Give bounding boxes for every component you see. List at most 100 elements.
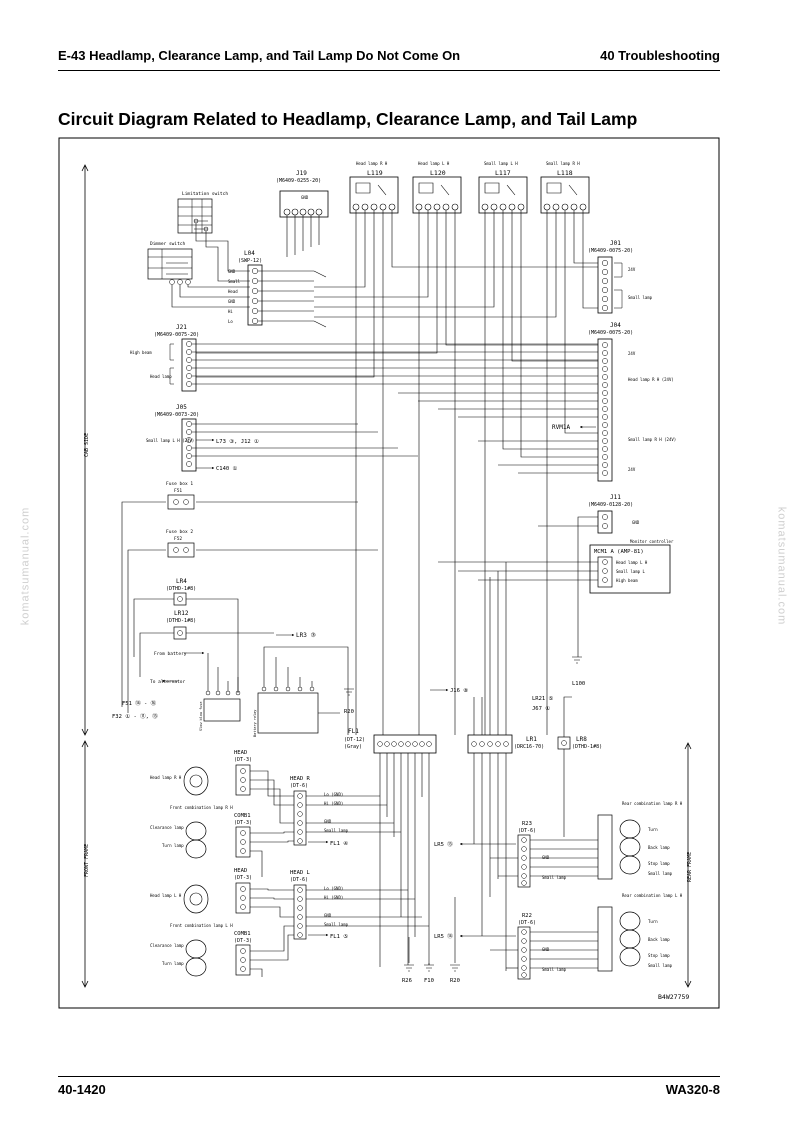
svg-text:Small lamp L H: Small lamp L H [484,161,518,166]
svg-text:Fuse box 2: Fuse box 2 [166,529,193,535]
svg-text:Rear combination lamp L H: Rear combination lamp L H [622,893,683,898]
svg-text:Small lamp R H (24V): Small lamp R H (24V) [628,437,676,442]
connector-j05: J05 (M6409-0073-20) Small lamp L H (24V)… [146,404,259,472]
svg-text:Back lamp: Back lamp [648,937,670,942]
svg-text:Slow blow fuse: Slow blow fuse [199,701,203,731]
svg-text:J19: J19 [296,170,307,177]
svg-text:HEAD: HEAD [234,750,247,756]
svg-text:24V: 24V [628,267,636,272]
svg-text:(M6409-0075-20): (M6409-0075-20) [588,330,633,336]
svg-text:J11: J11 [610,494,621,501]
connector-fl1: FL1 (DT-12) (Gray) [344,728,437,754]
svg-text:FL1 ⑤: FL1 ⑤ [330,933,348,940]
svg-text:GND: GND [324,913,332,918]
svg-text:Hi: Hi [228,309,233,314]
svg-text:(DTHD-1#8): (DTHD-1#8) [572,744,602,750]
svg-text:GND: GND [301,195,309,200]
lr5-ref-lower: LR5 ⑭ [434,932,453,940]
svg-text:LR8: LR8 [576,736,587,743]
svg-text:(M6409-0075-20): (M6409-0075-20) [154,332,199,338]
cab-side-label: CAB SIDE [84,433,90,457]
svg-text:LR4: LR4 [176,578,187,585]
front-comb-right: Front combination lamp R H Clearance lam… [150,805,252,859]
svg-text:Small lamp: Small lamp [628,295,653,300]
front-comb-left: Front combination lamp L H Clearance lam… [150,923,252,977]
svg-text:(DT-3): (DT-3) [234,820,252,826]
rear-frame-arrow [684,742,692,988]
relay-blocks: Slow blow fuse Battery relay [199,686,319,737]
front-frame-label: FRONT FRAME [84,844,90,877]
svg-text:(DT-3): (DT-3) [234,938,252,944]
svg-text:Hi (GND): Hi (GND) [324,801,343,806]
svg-text:J21: J21 [176,324,187,331]
svg-text:L04: L04 [244,250,255,257]
svg-text:Head lamp R H: Head lamp R H [356,161,388,166]
svg-text:Head: Head [228,289,238,294]
to-alternator: To alternator [150,679,186,685]
connector-lr8: LR8 (DTHD-1#8) [557,736,602,750]
connector-j04: J04 (M6409-0075-20) 24V Head lamp R H (2… [588,322,676,482]
svg-text:R22: R22 [522,913,532,919]
svg-text:Lo (GND): Lo (GND) [324,886,343,891]
svg-text:Monitor controller: Monitor controller [630,539,674,544]
svg-text:Stop lamp: Stop lamp [648,953,670,958]
j67-ref: J67 ① [532,705,550,712]
svg-text:L119: L119 [367,169,383,177]
svg-text:GND: GND [324,819,332,824]
svg-text:Small lamp: Small lamp [324,828,349,833]
svg-text:J05: J05 [176,404,187,411]
svg-text:Lo (GND): Lo (GND) [324,792,343,797]
lr3-ref: LR3 ③ [296,632,316,639]
svg-text:Head lamp L H: Head lamp L H [150,893,182,898]
watermark-left: komatsumanual.com [19,506,32,626]
r20-upper: R20 [344,709,354,715]
svg-text:F51: F51 [174,488,182,494]
monitor-controller: Monitor controller MCM1 A (AMP-81) Head … [589,539,674,594]
svg-text:COMB1: COMB1 [234,813,251,819]
wiring [121,210,598,977]
svg-text:Stop lamp: Stop lamp [648,861,670,866]
svg-text:GND: GND [228,299,236,304]
svg-text:(Gray): (Gray) [344,744,362,750]
relay-l118: Small lamp R H L118 [540,161,590,214]
l100-ref: L100 [572,681,585,687]
svg-text:R23: R23 [522,821,532,827]
svg-text:(M6409-0075-20): (M6409-0075-20) [588,248,633,254]
svg-text:Small lamp: Small lamp [648,871,673,876]
page-header: E-43 Headlamp, Clearance Lamp, and Tail … [58,46,720,68]
svg-text:High beam: High beam [616,578,638,583]
svg-text:Head lamp L H: Head lamp L H [616,560,648,565]
relay-l119: Head lamp R H L119 [349,161,399,214]
svg-text:(DT-6): (DT-6) [290,877,308,883]
svg-text:FL1: FL1 [348,728,359,735]
svg-text:LR12: LR12 [174,610,189,617]
svg-text:HEAD R: HEAD R [290,776,311,782]
svg-text:Dimmer switch: Dimmer switch [150,241,186,247]
ground-symbols [344,656,582,972]
svg-text:L120: L120 [430,169,446,177]
svg-text:MCM1 A (AMP-81): MCM1 A (AMP-81) [594,549,644,555]
svg-text:(DT-12): (DT-12) [344,737,365,743]
svg-text:Small lamp: Small lamp [542,967,567,972]
diagram-frame [58,137,720,1009]
svg-text:GND: GND [632,520,640,525]
fuse-box-1: Fuse box 1 F51 [166,481,195,510]
svg-text:Head lamp R H: Head lamp R H [150,775,182,780]
svg-text:24V: 24V [628,351,636,356]
svg-text:L73 ③, J12 ①: L73 ③, J12 ① [216,438,259,445]
svg-text:Head lamp: Head lamp [150,374,172,379]
svg-text:24V: 24V [628,467,636,472]
svg-text:C140 ①: C140 ① [216,465,238,472]
rear-comb-left: Rear combination lamp L H Turn Back lamp… [597,893,683,972]
connector-j01: J01 (M6409-0075-20) 24V Small lamp [588,240,653,314]
circuit-diagram: CAB SIDE FRONT FRAME REAR FRAME Head lam… [58,137,720,1009]
header-rule [58,70,720,71]
svg-text:Lo: Lo [228,319,233,324]
relay-l117: Small lamp L H L117 [478,161,528,214]
svg-text:L117: L117 [495,169,511,177]
lr21-ref: LR21 ⑤ [532,695,554,702]
svg-text:Small lamp L: Small lamp L [616,569,645,574]
f32-ref: F32 ① - ⑪, ⑬ [112,712,158,720]
page-title: Circuit Diagram Related to Headlamp, Cle… [58,109,638,129]
svg-text:Rear combination lamp R H: Rear combination lamp R H [622,801,683,806]
